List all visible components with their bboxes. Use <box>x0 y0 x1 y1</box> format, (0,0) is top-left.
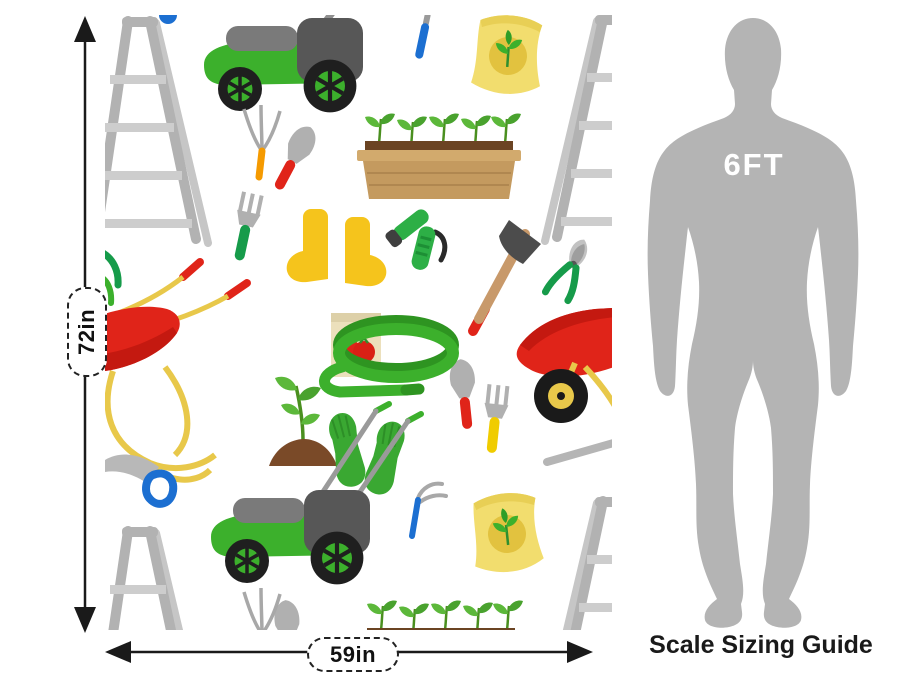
caption: Scale Sizing Guide <box>649 631 873 659</box>
human-silhouette <box>647 18 859 628</box>
scale-figure-label: 6FT <box>723 147 785 182</box>
height-dimension-pill: 72in <box>67 287 107 377</box>
hand-rake-icon <box>409 481 448 539</box>
hand-cultivator-icon <box>244 105 280 177</box>
hand-saw-icon <box>105 454 178 508</box>
blue-fragment-icon <box>159 15 177 24</box>
spray-nozzle-icon <box>385 209 448 270</box>
rain-boots-icon <box>286 209 387 287</box>
screwdriver-icon <box>415 15 431 59</box>
width-dimension-pill: 59in <box>307 637 399 672</box>
wallpaper-pattern <box>105 15 612 660</box>
seed-bag-icon <box>466 15 547 577</box>
pruning-shears-icon <box>545 234 595 302</box>
green-fragment-icon <box>105 250 122 306</box>
axe-icon <box>468 220 541 336</box>
garden-hose-icon <box>319 315 459 398</box>
seedling-in-soil-icon <box>269 376 337 466</box>
tool-handle-fragment <box>543 439 612 466</box>
push-mower-icon <box>211 401 424 584</box>
lawn-mower-icon <box>204 15 363 112</box>
hand-cultivator-icon <box>244 588 280 660</box>
wheelbarrow-right-icon <box>516 308 612 423</box>
